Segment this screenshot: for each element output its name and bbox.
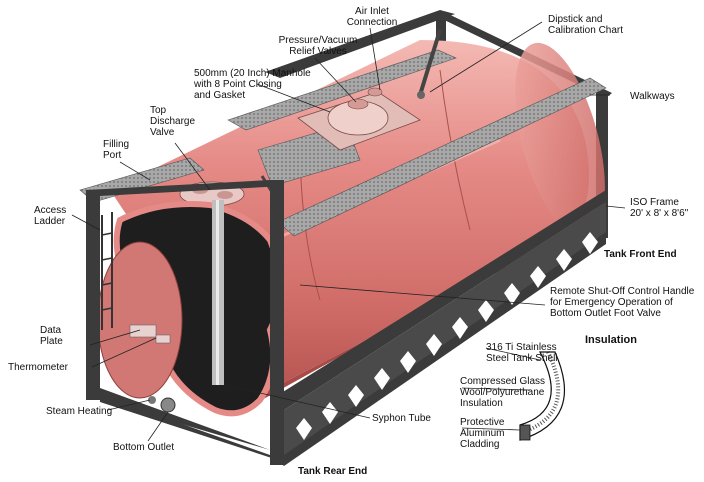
svg-text:ISO Frame: ISO Frame (630, 197, 679, 208)
svg-text:Aluminum: Aluminum (460, 428, 504, 439)
label-access-ladder: Access Ladder (34, 205, 66, 227)
svg-text:Protective: Protective (460, 417, 505, 428)
svg-text:Plate: Plate (40, 336, 63, 347)
svg-text:Steel Tank Shell: Steel Tank Shell (486, 353, 558, 364)
label-remote-shutoff: Remote Shut-Off Control Handle for Emerg… (550, 286, 695, 319)
svg-text:Pressure/Vacuum: Pressure/Vacuum (279, 35, 358, 46)
svg-text:Port: Port (103, 150, 122, 161)
svg-text:with 8 Point Closing: with 8 Point Closing (193, 79, 282, 90)
svg-text:Cladding: Cladding (460, 439, 499, 450)
svg-text:Top: Top (150, 105, 167, 116)
side-rail-cutouts (284, 202, 606, 455)
svg-text:Air Inlet: Air Inlet (355, 6, 389, 17)
label-tank-rear-end: Tank Rear End (298, 466, 367, 477)
label-dipstick: Dipstick and Calibration Chart (548, 14, 623, 36)
insulation-section (519, 351, 566, 441)
svg-text:500mm (20 Inch) Manhole: 500mm (20 Inch) Manhole (194, 68, 311, 79)
svg-text:Calibration Chart: Calibration Chart (548, 25, 623, 36)
label-syphon-tube: Syphon Tube (372, 413, 431, 424)
label-pressure-vacuum: Pressure/Vacuum Relief Valves (279, 35, 358, 57)
label-filling-port: Filling Port (103, 139, 129, 161)
label-bottom-outlet: Bottom Outlet (113, 442, 174, 453)
steam-heating-fitting (148, 396, 156, 404)
svg-text:Connection: Connection (347, 17, 398, 28)
svg-text:Dipstick and: Dipstick and (548, 14, 602, 25)
label-steam-heating: Steam Heating (46, 406, 112, 417)
label-tank-front-end: Tank Front End (604, 249, 677, 260)
svg-text:316 Ti Stainless: 316 Ti Stainless (486, 342, 557, 353)
svg-text:20' x 8' x 8'6": 20' x 8' x 8'6" (630, 208, 689, 219)
label-manhole: 500mm (20 Inch) Manhole with 8 Point Clo… (193, 68, 311, 101)
rear-end-cap (97, 241, 183, 399)
svg-text:Data: Data (40, 325, 62, 336)
label-iso-frame: ISO Frame 20' x 8' x 8'6" (630, 197, 689, 219)
bottom-outlet-valve (160, 397, 176, 413)
access-ladder (101, 212, 113, 330)
svg-text:for Emergency Operation of: for Emergency Operation of (550, 297, 673, 308)
label-stainless-shell: 316 Ti Stainless Steel Tank Shell (486, 342, 558, 364)
svg-text:Relief Valves: Relief Valves (289, 46, 347, 57)
svg-text:Wool/Polyurethane: Wool/Polyurethane (460, 387, 545, 398)
svg-text:Filling: Filling (103, 139, 129, 150)
label-compressed-glass: Compressed Glass Wool/Polyurethane Insul… (460, 376, 545, 409)
svg-text:Discharge: Discharge (150, 116, 195, 127)
label-thermometer: Thermometer (8, 362, 69, 373)
svg-text:Insulation: Insulation (460, 398, 503, 409)
walkways (79, 49, 607, 237)
label-walkways: Walkways (630, 91, 675, 102)
label-insulation: Insulation (585, 334, 637, 346)
label-air-inlet: Air Inlet Connection (347, 6, 398, 28)
leader-lines (71, 21, 626, 442)
svg-text:Bottom Outlet Foot Valve: Bottom Outlet Foot Valve (550, 308, 661, 319)
manhole (297, 87, 421, 151)
svg-text:and Gasket: and Gasket (194, 90, 245, 101)
label-protective-cladding: Protective Aluminum Cladding (460, 417, 505, 450)
svg-text:Valve: Valve (150, 127, 175, 138)
svg-text:Ladder: Ladder (34, 216, 66, 227)
label-data-plate: Data Plate (40, 325, 63, 347)
svg-text:Remote Shut-Off Control Handle: Remote Shut-Off Control Handle (550, 286, 695, 297)
svg-text:Access: Access (34, 205, 66, 216)
svg-text:Compressed Glass: Compressed Glass (460, 376, 545, 387)
label-top-discharge: Top Discharge Valve (150, 105, 195, 138)
